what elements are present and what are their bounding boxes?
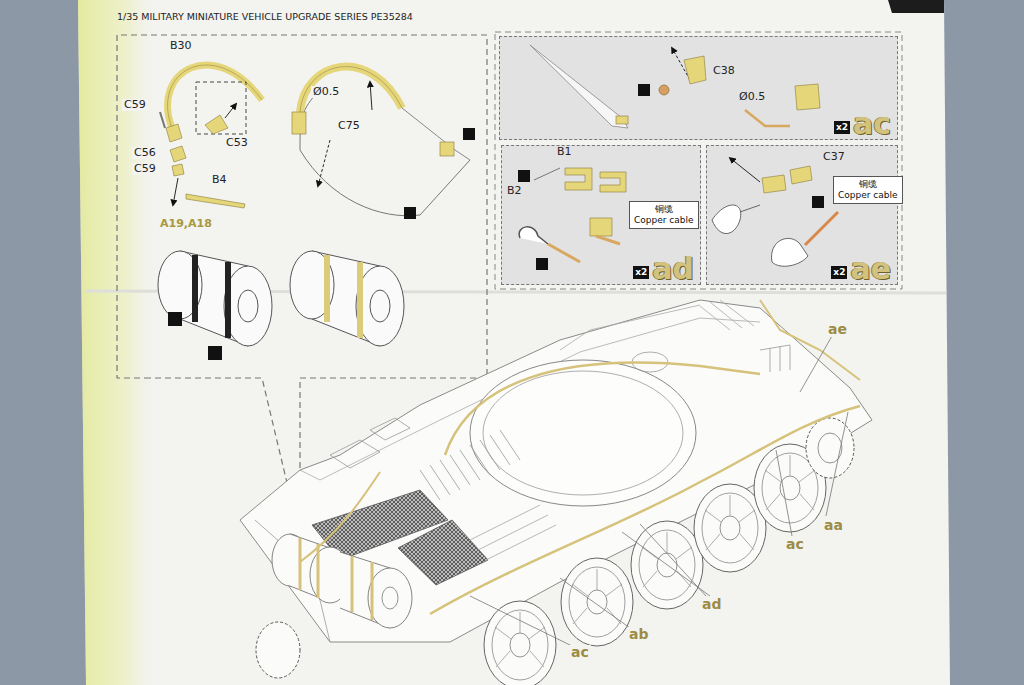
callout-letters: ad xyxy=(700,597,723,612)
callout-letters: ae xyxy=(850,254,891,284)
part-number: C59 xyxy=(122,99,148,111)
note-text: 铜缆 xyxy=(838,179,898,190)
part-number: Ø0.5 xyxy=(737,91,767,103)
part-number: B2 xyxy=(505,185,524,197)
part-number: B30 xyxy=(168,40,194,52)
callout-letters: ad xyxy=(652,254,694,284)
part-number: C56 xyxy=(132,147,158,159)
parts-panel: ae x2 铜缆Copper cable xyxy=(706,145,898,285)
note-text: 铜缆 xyxy=(634,204,694,215)
part-number: C75 xyxy=(336,120,362,132)
callout-letters: ac xyxy=(569,645,591,660)
note-text: Copper cable xyxy=(838,190,898,201)
material-note: 铜缆Copper cable xyxy=(629,201,699,229)
quantity-text: x2 xyxy=(836,123,848,132)
part-number: C59 xyxy=(132,163,158,175)
part-number: C37 xyxy=(821,151,847,163)
callout-letters: ac xyxy=(853,109,891,139)
callout-letters: ab xyxy=(627,627,650,642)
material-note: 铜缆Copper cable xyxy=(833,176,903,204)
parts-panel: ad x2 铜缆Copper cable xyxy=(501,145,701,285)
part-number: C38 xyxy=(711,65,737,77)
part-number: A19,A18 xyxy=(158,218,214,230)
quantity-badge: x2 xyxy=(633,266,649,279)
callout-letters: ac xyxy=(784,537,806,552)
quantity-text: x2 xyxy=(833,268,845,277)
part-number: C53 xyxy=(224,137,250,149)
part-number: B4 xyxy=(210,174,229,186)
callout-letters: ae xyxy=(826,322,849,337)
quantity-text: x2 xyxy=(635,268,647,277)
note-text: Copper cable xyxy=(634,215,694,226)
parts-panel: ac x2 xyxy=(499,36,898,140)
part-number: B1 xyxy=(555,146,574,158)
quantity-badge: x2 xyxy=(834,121,850,134)
sheet-title: 1/35 MILITARY MINIATURE VEHICLE UPGRADE … xyxy=(117,11,413,22)
part-number: Ø0.5 xyxy=(311,86,341,98)
quantity-badge: x2 xyxy=(831,266,847,279)
callout-letters: aa xyxy=(822,518,845,533)
